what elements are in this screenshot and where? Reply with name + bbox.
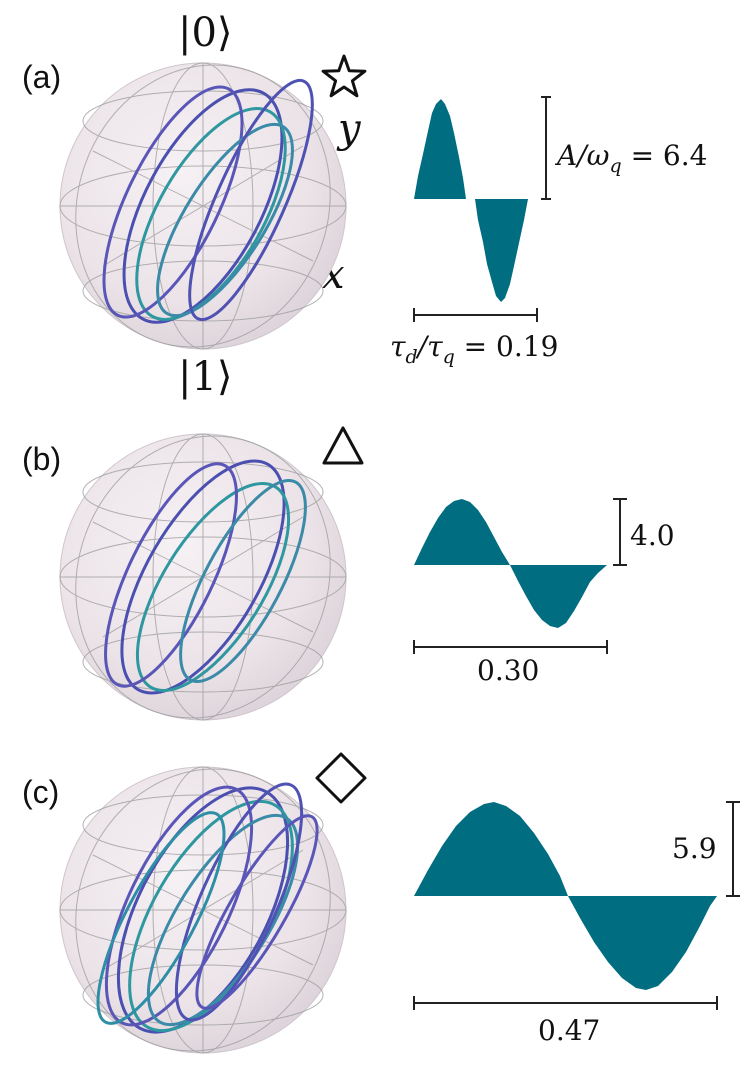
duration-label-c: 0.47	[538, 1014, 600, 1047]
amplitude-scale-bar-b	[613, 498, 627, 566]
duration-scale-bar-a	[413, 308, 538, 322]
panel-c: (c)	[22, 752, 740, 1054]
duration-scale-bar-b	[413, 640, 608, 654]
trajectory-c	[96, 782, 319, 1034]
duration-label-a: τd/τq = 0.19	[390, 330, 558, 368]
star-icon	[321, 54, 367, 98]
pulse-shape-a	[414, 99, 537, 302]
amplitude-scale-bar-c	[726, 801, 740, 897]
state-one-label: |1⟩	[178, 354, 233, 400]
panel-b: (b)	[22, 426, 675, 721]
trajectory-b	[104, 459, 307, 695]
triangle-icon	[322, 426, 364, 465]
bloch-sphere-a	[59, 62, 347, 350]
bloch-sphere-b	[59, 433, 347, 721]
panel-label-a: (a)	[22, 59, 61, 95]
amplitude-label-b: 4.0	[630, 519, 675, 552]
duration-scale-bar-c	[413, 996, 718, 1010]
panel-label-c: (c)	[22, 774, 59, 810]
axis-y-label: y	[336, 106, 362, 152]
state-zero-label: |0⟩	[178, 10, 233, 56]
panel-label-b: (b)	[22, 441, 61, 477]
amplitude-label-a: A/ωq = 6.4	[554, 139, 707, 177]
pulse-shape-b	[414, 499, 607, 628]
panel-a: (a) |0⟩ |1⟩ y x	[22, 10, 707, 400]
pulse-shape-c	[414, 802, 717, 990]
amplitude-label-c: 5.9	[672, 832, 717, 865]
bloch-sphere-c	[59, 766, 347, 1054]
amplitude-scale-bar-a	[541, 96, 551, 200]
diamond-icon	[315, 752, 367, 804]
duration-label-b: 0.30	[477, 654, 539, 687]
